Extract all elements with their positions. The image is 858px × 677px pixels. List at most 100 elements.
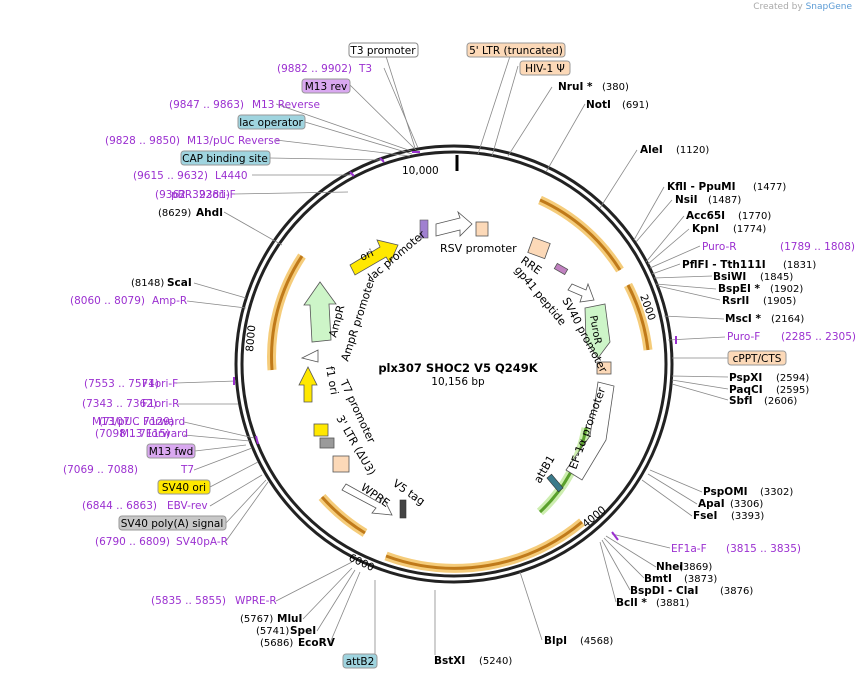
lac-operator-leader — [304, 121, 413, 155]
primer-range-right-1: (2285 .. 2305) — [781, 331, 856, 343]
sv40-polya-box — [319, 437, 335, 449]
cppt-box — [596, 361, 612, 375]
cppt-text: cPPT/CTS — [733, 353, 782, 365]
enzyme-pos-right-23: (5240) — [479, 656, 512, 667]
sv40-ori-text: SV40 ori — [162, 482, 206, 494]
m13-forward-leader — [183, 434, 251, 442]
m13-rev-box — [301, 78, 351, 94]
enzyme-name-left-4: EcoRV — [298, 637, 336, 649]
primer-name-left-1: M13 Reverse — [252, 99, 320, 111]
puror-label: PuroR — [587, 315, 603, 346]
enzyme-name-right-20: BspDI - ClaI — [630, 585, 698, 597]
orf-arc-2 — [626, 284, 650, 351]
t3-promoter-text: T3 promoter — [349, 45, 416, 57]
primer-name-left-8: M13/pUC Forward — [92, 416, 185, 428]
ltr5-text: 5' LTR (truncated) — [469, 45, 563, 57]
cap-site-leader — [269, 157, 385, 161]
enzyme-pos-right-21: (3881) — [656, 598, 689, 609]
lac-operator-box — [237, 114, 306, 130]
enzyme-pos-left-3: (5741) — [256, 626, 289, 637]
tick-8000: 8000 — [244, 325, 258, 353]
bsiwi-leader — [653, 275, 713, 279]
orf-arc-1 — [539, 198, 622, 271]
enzyme-name-right-10: RsrII — [722, 295, 749, 307]
enzyme-pos-left-4: (5686) — [260, 638, 293, 649]
nhei-leader — [605, 535, 657, 568]
primer-markers — [233, 151, 677, 541]
hiv1-psi-leader — [491, 65, 519, 157]
enzyme-pos-left-2: (5767) — [240, 614, 273, 625]
attb1-box — [546, 473, 564, 493]
enzyme-name-right-9: BspEI * — [718, 283, 761, 295]
tick-4000: 4000 — [580, 504, 608, 530]
noti-leader — [545, 103, 586, 173]
scai-leader — [193, 282, 247, 299]
enzyme-name-right-16: ApaI — [698, 498, 725, 510]
pspxi-leader — [671, 375, 729, 378]
hiv1-psi-box — [519, 60, 571, 76]
sv40-polya-leader — [225, 479, 267, 524]
wpre-r-leader — [275, 561, 353, 602]
sv40-polya-label-box — [118, 515, 227, 531]
enzyme-name-right-22: BlpI — [544, 635, 567, 647]
enzyme-name-right-19: BmtI — [644, 573, 672, 585]
primer-range-left-11: (6844 .. 6863) — [82, 500, 157, 512]
enzyme-name-right-17: FseI — [693, 510, 717, 522]
primer-range-left-2: (9828 .. 9850) — [105, 135, 180, 147]
enzyme-name-right-1: NotI — [586, 99, 611, 111]
enzyme-name-right-13: PaqCI — [729, 384, 763, 396]
primer-range-left-0: (9882 .. 9902) — [277, 63, 352, 75]
primer-name-left-12: SV40pA-R — [176, 536, 228, 548]
enzyme-labels-left: (8629)AhdI(8148)ScaI(5767)MluI(5741)SpeI… — [131, 207, 336, 649]
m13-fwd-box — [146, 443, 196, 459]
primer-name-left-6: F1ori-F — [142, 378, 178, 390]
v5-tag-box — [399, 499, 407, 519]
ef1a-promoter-arrow — [565, 381, 615, 481]
enzyme-name-right-3: KflI - PpuMI — [667, 181, 736, 193]
ltr5-label-box — [466, 42, 566, 58]
spei-leader — [316, 569, 356, 632]
wpre-arrow — [341, 483, 393, 516]
enzyme-pos-right-4: (1487) — [708, 195, 741, 206]
sv40-promoter-arrow — [567, 282, 595, 303]
enzyme-pos-right-16: (3306) — [730, 499, 763, 510]
cap-site-text: CAP binding site — [182, 153, 268, 165]
backbone-inner-ring — [240, 150, 668, 578]
f1-ori-label: f1 ori — [323, 365, 341, 396]
m13-puc-forward-leader — [183, 421, 255, 439]
primer-range-right-2: (3815 .. 3835) — [726, 543, 801, 555]
plasmid-length: 10,156 bp — [431, 376, 485, 388]
primer-marker-5 — [255, 435, 259, 445]
enzyme-pos-right-5: (1770) — [738, 211, 771, 222]
primer-labels-left: (9882 .. 9902)T3(9847 .. 9863)M13 Revers… — [63, 63, 372, 607]
sv40-ori-leader — [209, 461, 259, 488]
m13-rev-leader — [349, 84, 417, 151]
hiv1-psi-text: HIV-1 Ψ — [525, 63, 565, 75]
primer-name-left-2: M13/pUC Reverse — [187, 135, 280, 147]
m13-fwd-text: M13 fwd — [149, 446, 194, 458]
ampr-promoter-label: AmpR promoter — [338, 275, 378, 363]
primer-range-left-3: (9615 .. 9632) — [133, 170, 208, 182]
primer-range-left-12: (6790 .. 6809) — [95, 536, 170, 548]
enzyme-name-right-2: AleI — [640, 144, 663, 156]
enzyme-pos-right-15: (3302) — [760, 487, 793, 498]
boxed-feature-labels: T3 promoter 5' LTR (truncated) HIV-1 Ψ M… — [118, 42, 787, 669]
enzyme-name-left-3: SpeI — [290, 625, 316, 637]
enzyme-pos-right-0: (380) — [602, 82, 629, 93]
orf-arc-4 — [320, 496, 366, 535]
primer-marker-7 — [611, 531, 619, 541]
enzyme-name-right-12: PspXI — [729, 372, 762, 384]
enzyme-name-right-5: Acc65I — [686, 210, 725, 222]
ltr3-box — [332, 455, 350, 473]
ecorv-leader — [329, 571, 361, 644]
t7-promoter-box — [313, 423, 329, 437]
primer-range-left-13: (5835 .. 5855) — [151, 595, 226, 607]
enzyme-pos-right-10: (1905) — [763, 296, 796, 307]
primer-name-left-5: Amp-R — [152, 295, 187, 307]
ltr5-box — [475, 221, 489, 237]
enzyme-name-left-1: ScaI — [167, 277, 192, 289]
enzyme-pos-right-14: (2606) — [764, 396, 797, 407]
orf-arc-3 — [385, 520, 583, 570]
f1ori-f-leader — [175, 380, 237, 384]
ampr-promoter-arrow — [300, 349, 319, 363]
